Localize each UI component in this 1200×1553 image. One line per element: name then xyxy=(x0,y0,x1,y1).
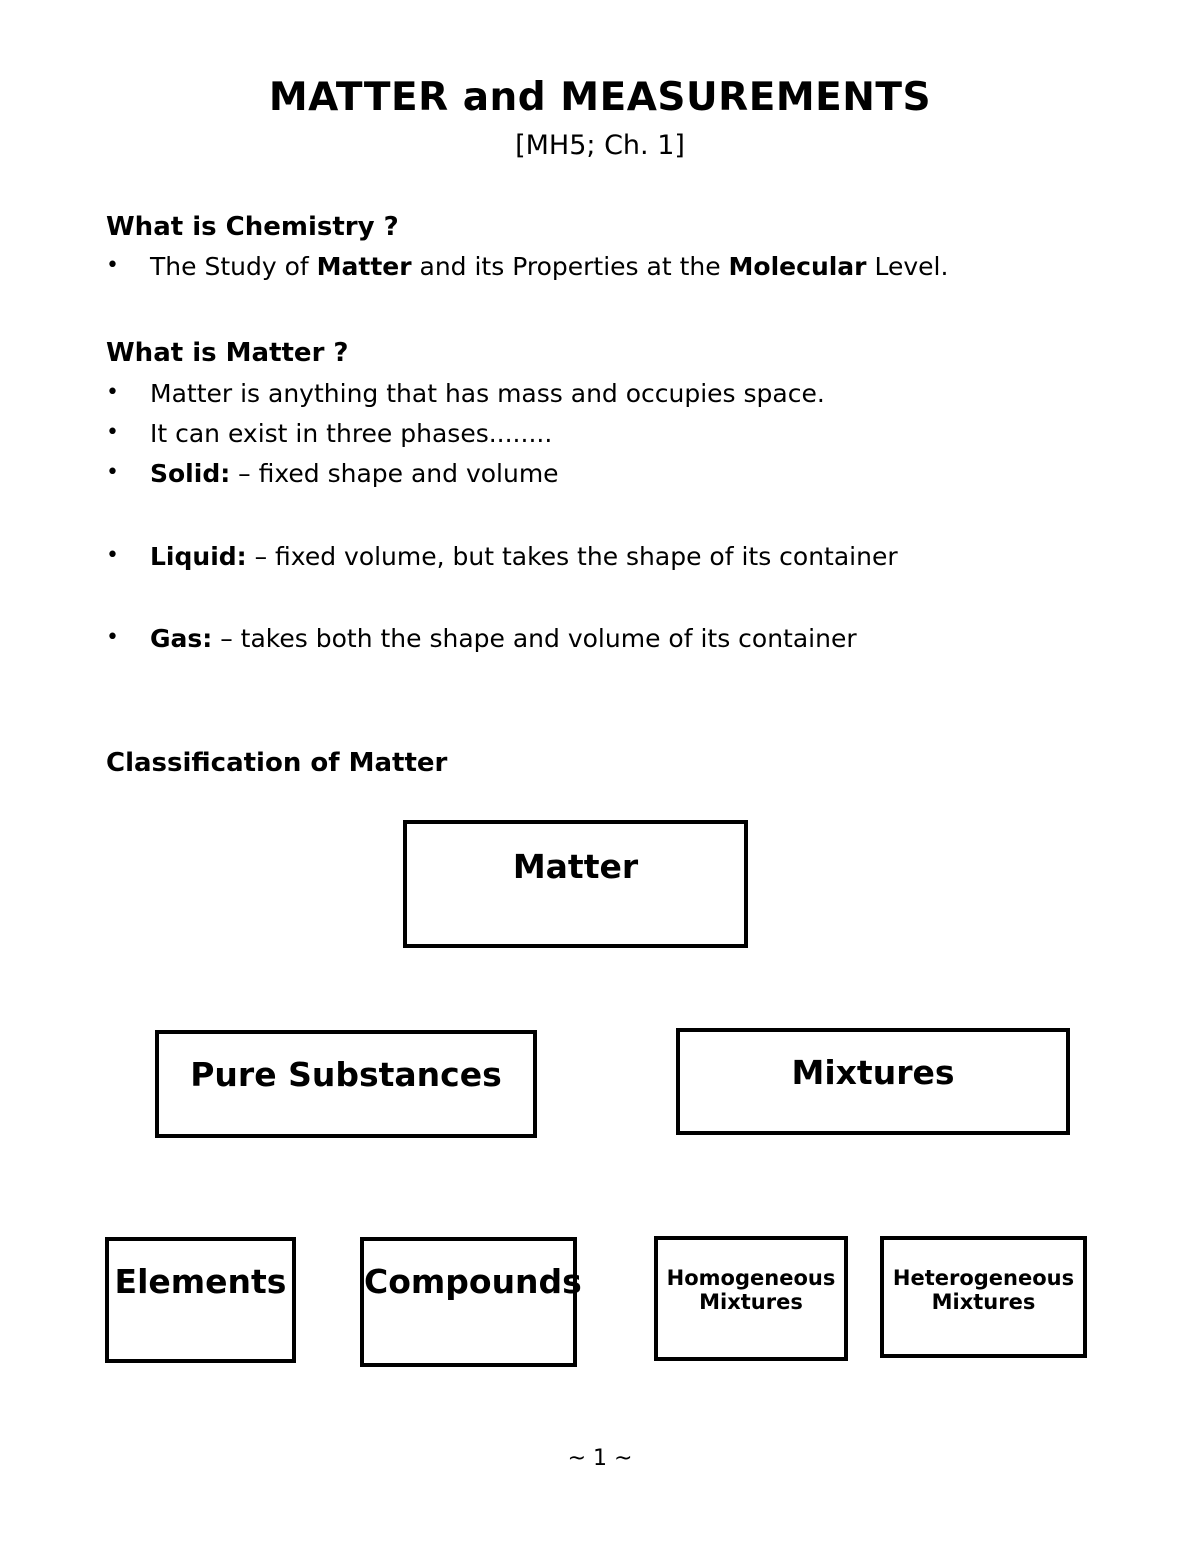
bullet-text: The Study of Matter and its Properties a… xyxy=(150,252,949,282)
emphasis-text: Molecular xyxy=(728,252,867,281)
plain-text: and its Properties at the xyxy=(411,252,729,281)
bullet-text: Liquid: – fixed volume, but takes the sh… xyxy=(150,542,898,572)
bullet-text: Matter is anything that has mass and occ… xyxy=(150,379,825,409)
emphasis-text: Solid: xyxy=(150,459,231,488)
bullet-marker-icon: • xyxy=(106,460,119,485)
bullet-phase-liquid: • Liquid: – fixed volume, but takes the s… xyxy=(106,542,1146,572)
diagram-box-label: Compounds xyxy=(364,1262,582,1301)
bullet-text: It can exist in three phases........ xyxy=(150,419,553,449)
bullet-marker-icon: • xyxy=(106,253,119,278)
plain-text: It can exist in three phases........ xyxy=(150,419,553,448)
diagram-box-label-line1: Homogeneous xyxy=(666,1266,836,1290)
bullet-chemistry-definition: • The Study of Matter and its Properties … xyxy=(106,252,1146,282)
bullet-phase-gas: • Gas: – takes both the shape and volume … xyxy=(106,624,1146,654)
diagram-box-pure-substances: Pure Substances xyxy=(155,1030,537,1138)
plain-text: – fixed volume, but takes the shape of i… xyxy=(246,542,898,571)
diagram-box-label: Homogeneous Mixtures xyxy=(658,1266,844,1314)
bullet-matter-definition: • Matter is anything that has mass and oc… xyxy=(106,379,1146,409)
heading-classification-of-matter: Classification of Matter xyxy=(106,748,448,778)
diagram-box-label: Elements xyxy=(114,1262,287,1301)
heading-what-is-matter: What is Matter ? xyxy=(106,338,349,368)
diagram-box-label: Pure Substances xyxy=(190,1055,502,1094)
bullet-marker-icon: • xyxy=(106,380,119,405)
diagram-box-label: Mixtures xyxy=(791,1053,955,1092)
emphasis-text: Liquid: xyxy=(150,542,247,571)
plain-text: Level. xyxy=(866,252,949,281)
bullet-text: Gas: – takes both the shape and volume o… xyxy=(150,624,857,654)
plain-text: Matter is anything that has mass and occ… xyxy=(150,379,825,408)
diagram-box-elements: Elements xyxy=(105,1237,296,1363)
page-number: ~ 1 ~ xyxy=(567,1446,633,1471)
document-title: MATTER and MEASUREMENTS xyxy=(268,75,932,120)
diagram-box-compounds: Compounds xyxy=(360,1237,582,1367)
diagram-box-homogeneous-mixtures: Homogeneous Mixtures xyxy=(654,1236,848,1361)
bullet-marker-icon: • xyxy=(106,420,119,445)
emphasis-text: Gas: xyxy=(150,624,213,653)
emphasis-text: Matter xyxy=(316,252,412,281)
diagram-box-label-line1: Heterogeneous xyxy=(892,1266,1075,1290)
plain-text: The Study of xyxy=(150,252,317,281)
plain-text: – takes both the shape and volume of its… xyxy=(212,624,857,653)
bullet-marker-icon: • xyxy=(106,543,119,568)
diagram-box-heterogeneous-mixtures: Heterogeneous Mixtures xyxy=(880,1236,1087,1358)
diagram-box-label: Matter xyxy=(512,847,639,886)
diagram-box-label-line2: Mixtures xyxy=(931,1290,1036,1315)
diagram-box-mixtures: Mixtures xyxy=(676,1028,1070,1135)
document-subtitle: [MH5; Ch. 1] xyxy=(515,130,685,161)
diagram-box-matter: Matter xyxy=(403,820,748,948)
plain-text: – fixed shape and volume xyxy=(230,459,559,488)
diagram-box-label-line2: Mixtures xyxy=(699,1290,803,1315)
bullet-marker-icon: • xyxy=(106,625,119,650)
bullet-text: Solid: – fixed shape and volume xyxy=(150,459,559,489)
diagram-box-label: Heterogeneous Mixtures xyxy=(884,1266,1083,1314)
bullet-phase-solid: • Solid: – fixed shape and volume xyxy=(106,459,1146,489)
bullet-three-phases: • It can exist in three phases........ xyxy=(106,419,1146,449)
heading-what-is-chemistry: What is Chemistry ? xyxy=(106,212,399,242)
